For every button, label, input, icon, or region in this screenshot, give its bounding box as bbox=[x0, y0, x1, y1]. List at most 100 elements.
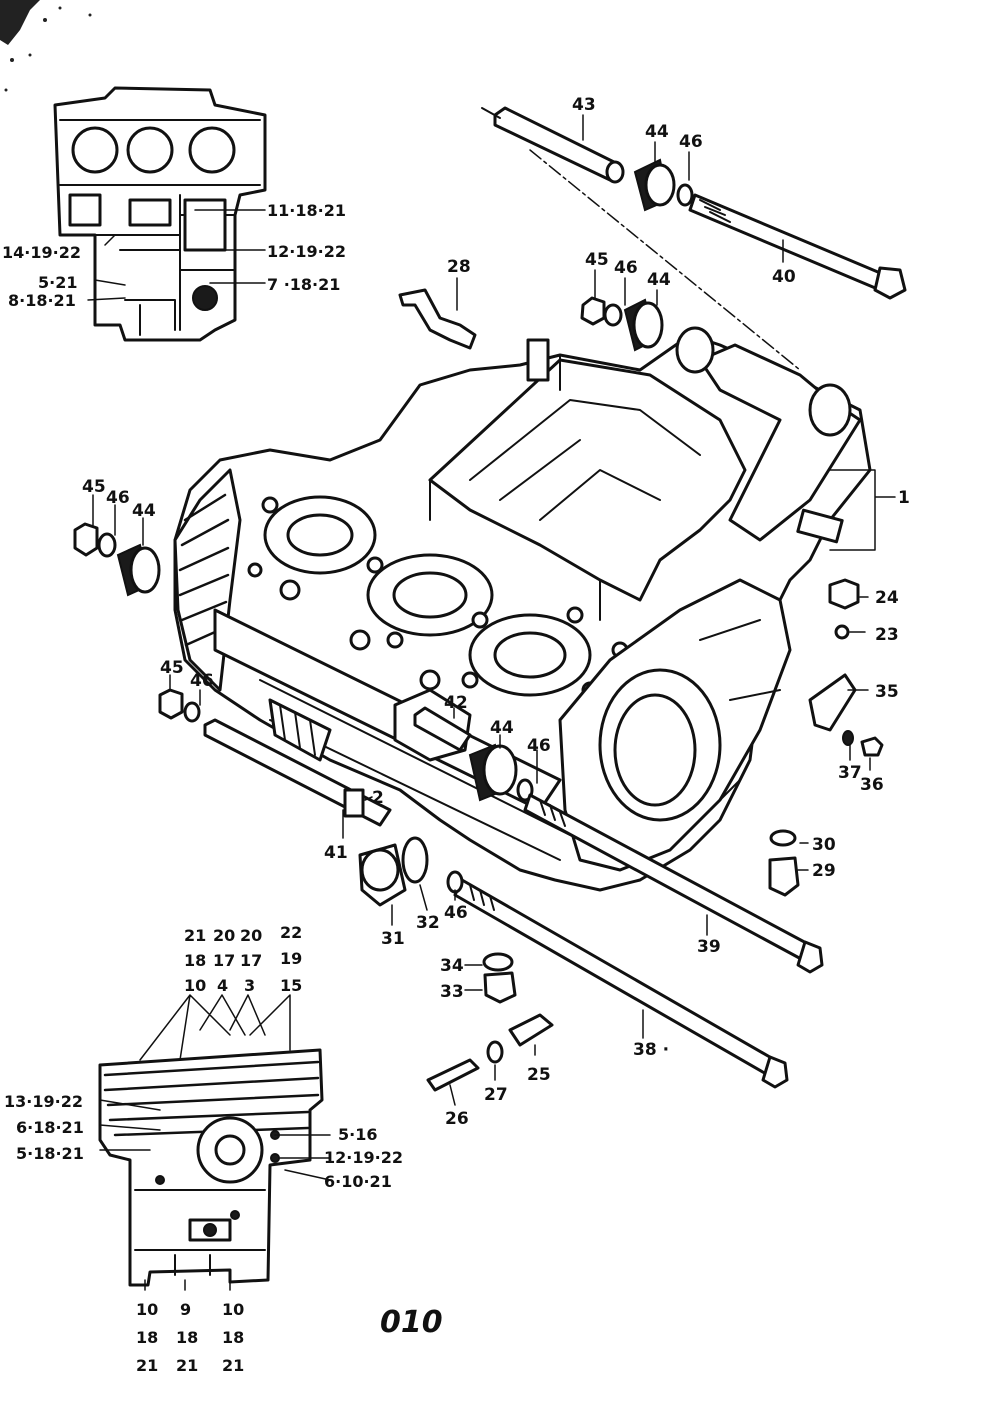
inset-label: 10 bbox=[184, 976, 206, 995]
inset-label: 12·19·22 bbox=[324, 1148, 403, 1167]
part-34-ring bbox=[482, 952, 514, 972]
inset-label: 3 bbox=[244, 976, 255, 995]
inset-label: 20 bbox=[240, 926, 262, 945]
inset-label: 6·18·21 bbox=[16, 1118, 84, 1137]
part-37-washer bbox=[842, 730, 854, 746]
callout: 39 bbox=[697, 937, 721, 957]
top-inset-crankcase-view bbox=[53, 86, 267, 342]
inset-label: 5·21 bbox=[38, 273, 77, 292]
part-28-bracket bbox=[398, 288, 477, 350]
callout: 36 bbox=[860, 775, 884, 795]
part-36-bolt bbox=[860, 736, 884, 757]
callout: 44 bbox=[132, 501, 156, 521]
part-43-collar bbox=[481, 106, 625, 184]
callout: 28 bbox=[447, 257, 471, 277]
part-45-46-44-upper-rear bbox=[580, 296, 664, 352]
inset-label: 13·19·22 bbox=[4, 1092, 83, 1111]
part-45-46-front bbox=[158, 688, 201, 723]
inset-label: 21 bbox=[222, 1356, 244, 1375]
callout: 38 · bbox=[633, 1040, 669, 1060]
alignment-line bbox=[529, 149, 801, 371]
part-39-bolt bbox=[523, 793, 824, 974]
callout: 27 bbox=[484, 1085, 508, 1105]
inset-label: 18 bbox=[136, 1328, 158, 1347]
callout: 37 bbox=[838, 763, 862, 783]
inset-label: 4 bbox=[217, 976, 228, 995]
callout: 43 bbox=[572, 95, 596, 115]
callout: 31 bbox=[381, 929, 405, 949]
callout: 34 bbox=[440, 956, 464, 976]
callout: 29 bbox=[812, 861, 836, 881]
inset-label: 6·10·21 bbox=[324, 1172, 392, 1191]
inset-label: 10 bbox=[222, 1300, 244, 1319]
part-35-cover bbox=[808, 673, 857, 732]
bottom-inset-crankcase-view bbox=[98, 994, 331, 1291]
callout: 44 bbox=[645, 122, 669, 142]
callout: 46 bbox=[614, 258, 638, 278]
inset-label: 15 bbox=[280, 976, 302, 995]
callout: 26 bbox=[445, 1109, 469, 1129]
callout: 40 bbox=[772, 267, 796, 287]
inset-label: 22 bbox=[280, 923, 302, 942]
inset-label: 7 ·18·21 bbox=[267, 275, 340, 294]
part-45-46-44-left bbox=[73, 522, 161, 597]
callout: 44 bbox=[490, 718, 514, 738]
callout-labels: 43 44 46 40 28 45 46 44 1 45 46 44 24 23… bbox=[82, 95, 910, 1129]
inset-label: 19 bbox=[280, 949, 302, 968]
scan-artifact bbox=[0, 0, 92, 92]
part-24-cap bbox=[828, 578, 860, 610]
callout: 32 bbox=[416, 913, 440, 933]
callout: 44 bbox=[647, 270, 671, 290]
part-33-fitting bbox=[483, 971, 517, 1004]
callout: 30 bbox=[812, 835, 836, 855]
leader-lines bbox=[92, 114, 896, 1106]
part-23-screw bbox=[834, 624, 850, 640]
inset-label: 18 bbox=[222, 1328, 244, 1347]
inset-label: 17 bbox=[240, 951, 262, 970]
callout: 24 bbox=[875, 588, 899, 608]
callout: 1 bbox=[898, 488, 910, 508]
inset-label: 5·18·21 bbox=[16, 1144, 84, 1163]
callout: 46 bbox=[444, 903, 468, 923]
inset-label: 18 bbox=[176, 1328, 198, 1347]
crankcase-assembly bbox=[173, 326, 872, 892]
inset-label: 12·19·22 bbox=[267, 242, 346, 261]
part-2-dowel bbox=[343, 788, 365, 818]
inset-label: 5·16 bbox=[338, 1125, 377, 1144]
callout: 46 bbox=[106, 488, 130, 508]
inset-label: 21 bbox=[176, 1356, 198, 1375]
part-27-washer bbox=[486, 1040, 504, 1064]
part-25-bolt bbox=[508, 1013, 554, 1047]
inset-label: 21 bbox=[136, 1356, 158, 1375]
inset-label: 18 bbox=[184, 951, 206, 970]
callout: 41 bbox=[324, 843, 348, 863]
part-42-44-46-front-mount bbox=[413, 706, 534, 802]
part-40-bolt bbox=[688, 193, 907, 300]
inset-label: 8·18·21 bbox=[8, 291, 76, 310]
inset-label: 10 bbox=[136, 1300, 158, 1319]
callout: 45 bbox=[82, 477, 106, 497]
callout: 45 bbox=[585, 250, 609, 270]
callout: 25 bbox=[527, 1065, 551, 1085]
callout: 45 bbox=[160, 658, 184, 678]
callout: 33 bbox=[440, 982, 464, 1002]
callout: 42 bbox=[444, 693, 468, 713]
callout: 23 bbox=[875, 625, 899, 645]
callout: 46 bbox=[679, 132, 703, 152]
inset-label: 17 bbox=[213, 951, 235, 970]
bottom-inset-labels: 21 18 10 20 17 4 20 17 3 22 19 15 13·19·… bbox=[4, 923, 403, 1375]
page-number: 010 bbox=[380, 1305, 443, 1340]
part-31-32-plug bbox=[358, 836, 429, 907]
callout: 46 bbox=[190, 671, 214, 691]
callout: 35 bbox=[875, 682, 899, 702]
top-inset-leader-lines bbox=[87, 209, 266, 301]
inset-label: 14·19·22 bbox=[2, 243, 81, 262]
callout: 46 bbox=[527, 736, 551, 756]
callout: 2 bbox=[372, 788, 384, 808]
part-44-bushing-top bbox=[633, 158, 694, 212]
inset-label: 9 bbox=[180, 1300, 191, 1319]
inset-label: 11·18·21 bbox=[267, 201, 346, 220]
inset-label: 21 bbox=[184, 926, 206, 945]
